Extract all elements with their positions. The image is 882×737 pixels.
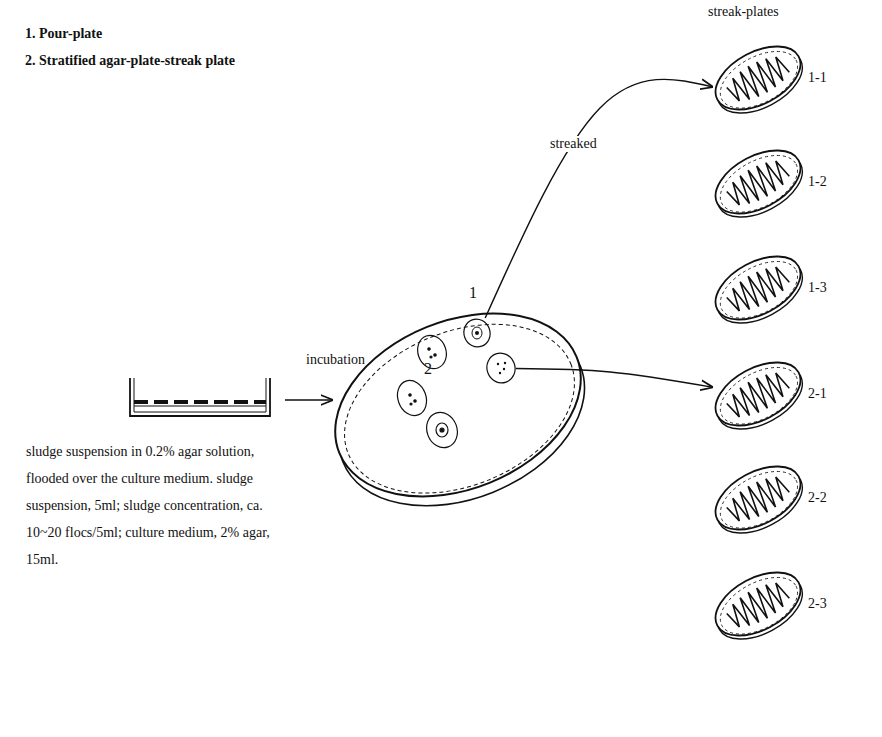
streak-plate: 2-3 — [712, 568, 824, 640]
step-label: incubation — [306, 352, 365, 368]
colony-number: 1 — [469, 284, 477, 302]
colony-outline — [486, 352, 516, 384]
streak-arrow — [516, 369, 712, 388]
plate-outline — [712, 42, 824, 114]
legend-note: 2. Stratified agar-plate-streak plate — [25, 53, 235, 69]
plate-outline — [712, 568, 824, 640]
incubation-arrow — [285, 399, 332, 400]
streak-plate: 2-2 — [712, 462, 824, 534]
plate-outline — [712, 462, 824, 534]
plate-outline — [712, 358, 824, 430]
plate-outline — [712, 146, 824, 218]
streak-plate: 1-2 — [712, 146, 824, 218]
streak-plate: 1-3 — [712, 252, 824, 324]
legend-note: 1. Pour-plate — [25, 26, 102, 42]
streak-plate: 2-1 — [712, 358, 824, 430]
petri-dish — [308, 279, 612, 540]
step-label: streak-plates — [708, 4, 779, 20]
streak-arrow — [485, 79, 712, 318]
colony: 1 — [463, 318, 491, 348]
plate-number: 2-3 — [808, 595, 827, 613]
plate-number: 2-1 — [808, 385, 827, 403]
streak-plate: 1-1 — [712, 42, 824, 114]
colony-outline — [463, 318, 491, 348]
tray-outline — [20, 372, 290, 432]
edge-label: streaked — [548, 136, 599, 152]
plate-number: 1-2 — [808, 173, 827, 191]
method-note: sludge suspension in 0.2% agar solution,… — [26, 438, 284, 573]
plate-number: 2-2 — [808, 489, 827, 507]
plate-number: 1-3 — [808, 279, 827, 297]
sludge-tray: sludge suspension in 0.2% agar solution,… — [20, 372, 290, 432]
plate-outline — [712, 252, 824, 324]
colony-number: 2 — [424, 360, 432, 378]
plate-number: 1-1 — [808, 69, 827, 87]
colony — [393, 331, 463, 452]
colony: 2 — [486, 352, 516, 384]
